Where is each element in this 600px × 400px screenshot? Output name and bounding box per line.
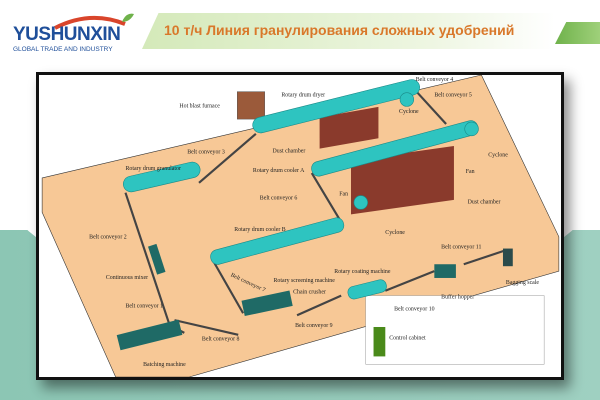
rotary-drum-cooler-b [210,217,345,265]
belt-conveyor-3 [198,133,257,184]
label-cyclone-small: Cyclone [399,109,419,115]
belt-conveyor-11 [463,249,506,266]
cyclone-small [399,92,415,107]
production-line-diagram: Hot blast furnace Rotary drum dryer Belt… [41,75,560,377]
label-belt-conveyor-9: Belt conveyor 9 [295,323,333,329]
belt-conveyor-7 [210,257,245,314]
belt-conveyor-2 [124,192,171,326]
drums [123,79,479,300]
logo: YUSHUNXIN GLOBAL TRADE AND INDUSTRY [10,10,135,53]
diagram-frame: Hot blast furnace Rotary drum dryer Belt… [36,72,564,380]
cyclone-1 [464,121,479,137]
cyclone-2 [353,195,368,210]
label-bagging-scale: Bagging scale [506,280,540,286]
banner-decoration [555,22,600,44]
rotary-drum-granulator [123,161,201,193]
label-belt-conveyor-8: Belt conveyor 8 [202,337,240,343]
batching-machine [116,319,183,351]
label-chain-crusher: Chain crusher [293,290,326,296]
title-banner [142,13,555,49]
belt-conveyor-10 [384,270,435,292]
belt-conveyor-9 [296,294,342,317]
conveyors [124,88,506,336]
label-belt-conveyor-11: Belt conveyor 11 [441,245,481,251]
belt-conveyor-8 [174,319,239,336]
label-fan-2: Fan [339,192,348,198]
logo-brand: YUSHUNXIN [13,24,121,45]
continuous-mixer [148,243,166,275]
label-belt-conveyor-5: Belt conveyor 5 [434,93,472,99]
logo-swoosh-icon [54,13,134,30]
label-rotary-drum-dryer: Rotary drum dryer [281,93,325,99]
control-room-outline [365,295,545,365]
buffer-hopper [434,264,456,278]
label-hot-blast-furnace: Hot blast furnace [179,102,220,109]
label-belt-conveyor-3: Belt conveyor 3 [187,149,225,155]
label-rotary-drum-granulator: Rotary drum granulator [125,166,181,172]
label-buffer-hopper: Buffer hopper [441,294,474,301]
label-dust-chamber-2: Dust chamber [468,199,501,205]
page-title: 10 т/ч Линия гранулирования сложных удоб… [164,22,515,38]
bagging-scale [502,248,513,267]
label-continuous-mixer: Continuous mixer [106,275,148,281]
label-belt-conveyor-4: Belt conveyor 4 [416,77,454,83]
label-rotary-drum-cooler-a: Rotary drum cooler A [253,168,305,174]
label-belt-conveyor-10: Belt conveyor 10 [394,306,435,312]
label-cyclone-2: Cyclone [385,230,405,236]
belt-conveyor-4 [413,88,447,125]
hot-blast-furnace [237,91,265,120]
label-cyclone-1: Cyclone [488,152,508,158]
rotary-coating-machine [347,279,387,300]
label-belt-conveyor-6: Belt conveyor 6 [260,196,298,202]
dust-chamber-2 [350,145,454,215]
belt-conveyor-6 [310,172,343,223]
label-batching-machine: Batching machine [143,362,186,368]
logo-tagline: GLOBAL TRADE AND INDUSTRY [13,46,113,53]
control-cabinet [373,326,386,357]
rotary-drum-dryer [252,79,420,134]
label-rotary-coating-machine: Rotary coating machine [334,269,391,275]
label-rotary-screening-machine: Rotary screening machine [274,278,336,284]
dust-chamber-1 [319,106,379,149]
header: YUSHUNXIN GLOBAL TRADE AND INDUSTRY 10 т… [0,0,600,62]
rotary-screening-machine [241,290,293,317]
label-fan-1: Fan [466,169,475,175]
label-belt-conveyor-2: Belt conveyor 2 [89,235,127,241]
label-control-cabinet: Control cabinet [389,336,426,342]
label-rotary-drum-cooler-b: Rotary drum cooler B [234,227,285,233]
label-belt-conveyor-1: Belt conveyor 1 [125,303,163,309]
label-dust-chamber-1: Dust chamber [273,148,306,154]
